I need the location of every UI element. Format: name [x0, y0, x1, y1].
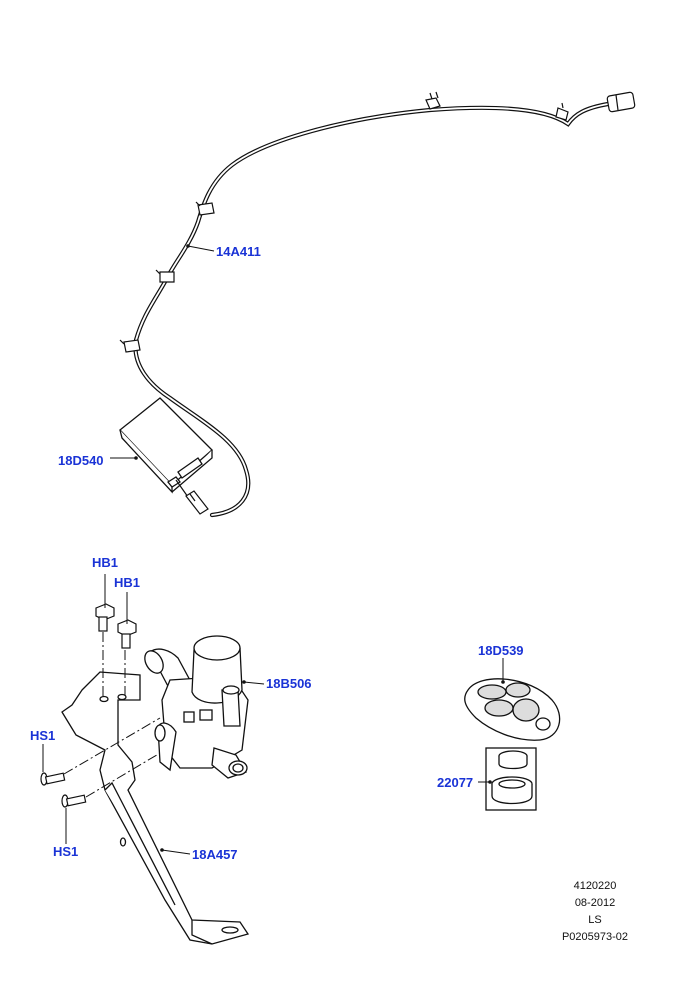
callout-antenna-cable: 14A411 [216, 244, 261, 259]
callout-screw-1: HS1 [30, 728, 56, 743]
remote-transmitter [464, 678, 561, 741]
reference-code: LS [588, 914, 602, 926]
antenna-cable [133, 101, 611, 518]
reference-number: 4120220 [573, 880, 617, 892]
callout-bolt-2: HB1 [114, 575, 141, 590]
callout-pump: 18B506 [266, 676, 312, 691]
reference-part: P0205973-02 [561, 931, 629, 943]
pump-bracket [61, 671, 250, 945]
callout-bolt-1: HB1 [92, 555, 119, 570]
control-module [119, 397, 213, 494]
callout-bracket: 18A457 [192, 847, 238, 862]
reference-block: 4120220 08-2012 LS P0205973-02 [555, 878, 635, 946]
callout-screw-2: HS1 [53, 844, 79, 859]
callout-control-module: 18D540 [58, 453, 104, 468]
cable-clips [119, 91, 569, 353]
bolts [95, 603, 137, 649]
callout-remote-transmitter: 18D539 [478, 643, 524, 658]
leader-lines [42, 245, 504, 855]
battery-cover [485, 747, 537, 811]
inline-connector [175, 479, 209, 515]
auxiliary-pump [144, 635, 249, 779]
screws [40, 772, 87, 808]
antenna-connector [606, 91, 636, 113]
reference-date: 08-2012 [574, 897, 616, 909]
leader-dots [134, 244, 505, 852]
callout-battery-cover: 22077 [437, 775, 474, 790]
